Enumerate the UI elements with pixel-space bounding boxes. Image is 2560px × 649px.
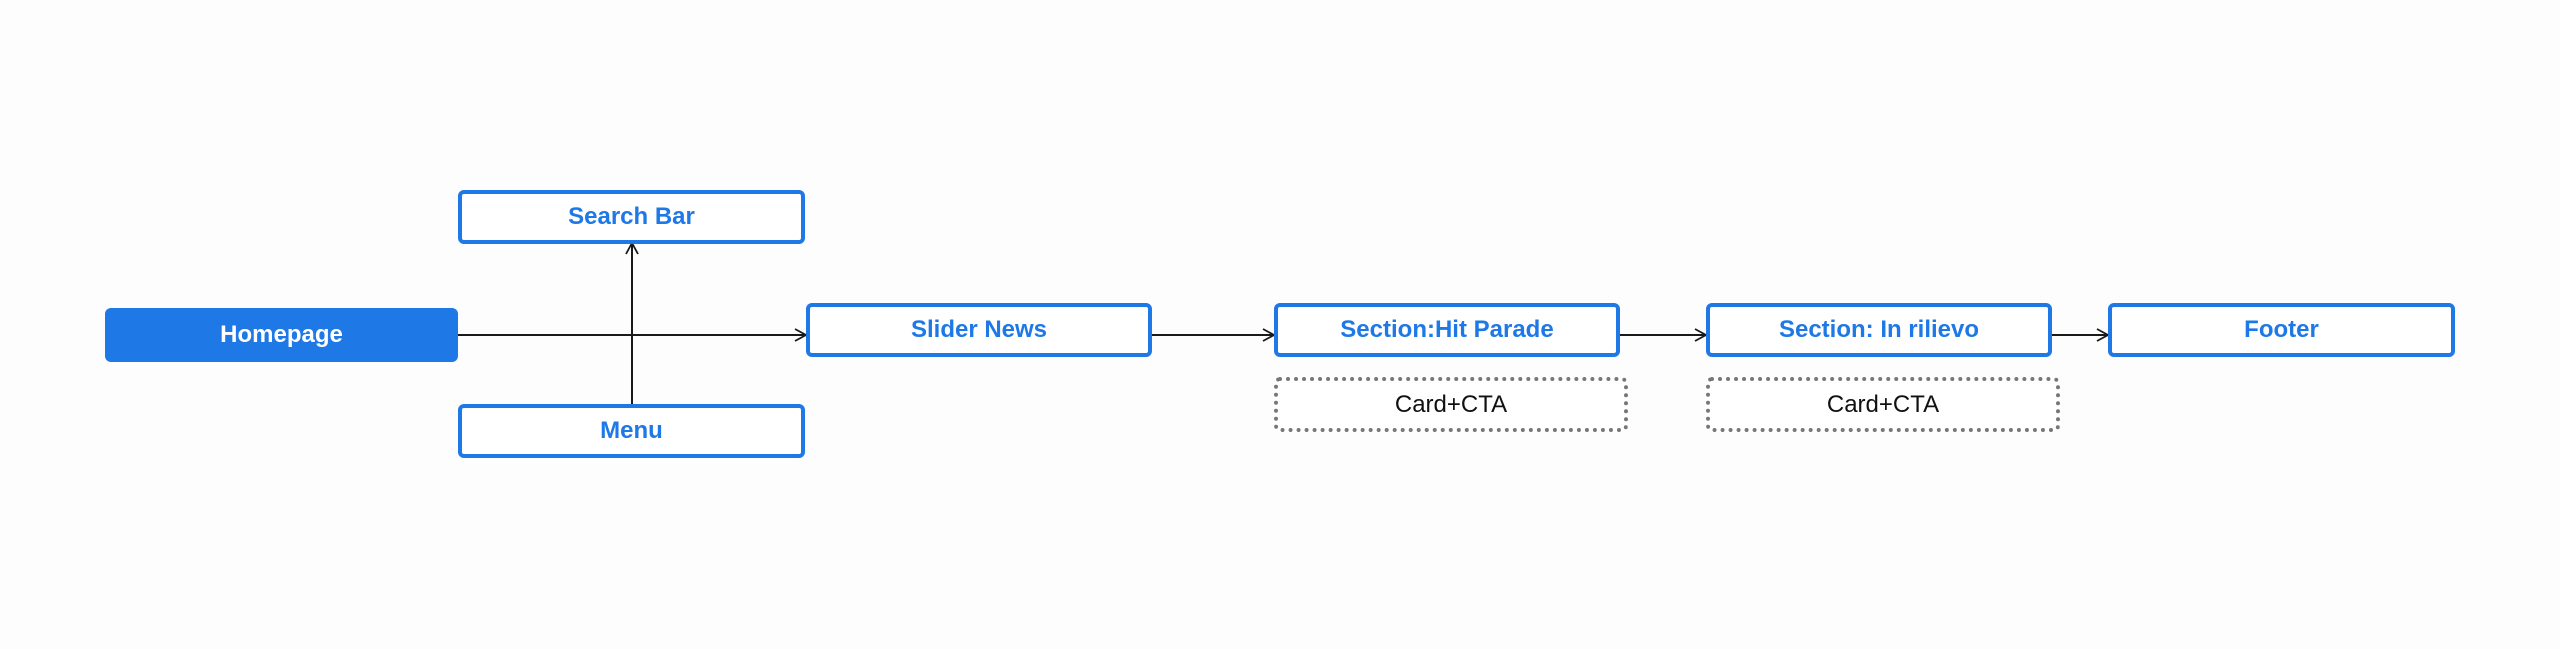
node-hit-parade[interactable]: Section:Hit Parade: [1274, 303, 1620, 357]
node-slider-news[interactable]: Slider News: [806, 303, 1152, 357]
node-slider-news-label: Slider News: [910, 316, 1048, 343]
node-homepage[interactable]: Homepage: [105, 308, 458, 362]
node-in-rilievo-label: Section: In rilievo: [1778, 316, 1980, 343]
node-card-cta-hit-parade-label: Card+CTA: [1394, 390, 1508, 418]
node-card-cta-in-rilievo[interactable]: Card+CTA: [1706, 377, 2060, 432]
node-search-bar-label: Search Bar: [568, 203, 695, 230]
node-menu-label: Menu: [600, 417, 663, 444]
node-in-rilievo[interactable]: Section: In rilievo: [1706, 303, 2052, 357]
node-card-cta-in-rilievo-label: Card+CTA: [1826, 390, 1940, 418]
node-menu[interactable]: Menu: [458, 404, 805, 458]
node-search-bar[interactable]: Search Bar: [458, 190, 805, 244]
node-hit-parade-label: Section:Hit Parade: [1340, 316, 1554, 343]
node-card-cta-hit-parade[interactable]: Card+CTA: [1274, 377, 1628, 432]
node-footer[interactable]: Footer: [2108, 303, 2455, 357]
node-homepage-label: Homepage: [220, 321, 343, 348]
node-footer-label: Footer: [2244, 316, 2319, 343]
